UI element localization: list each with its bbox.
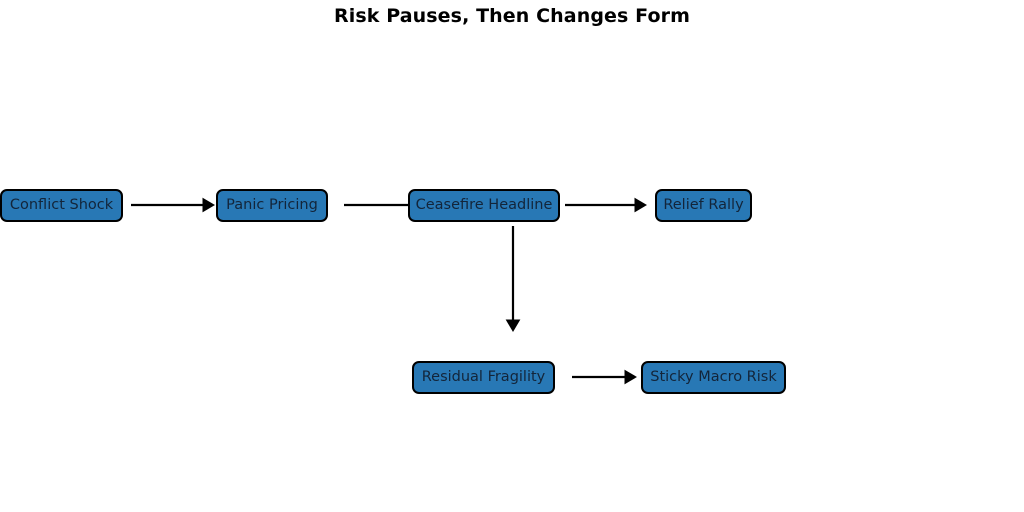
- edge-arrowhead: [505, 319, 521, 332]
- node-label: Sticky Macro Risk: [650, 369, 777, 386]
- node-label: Panic Pricing: [226, 197, 318, 214]
- node-ceasefire-headline[interactable]: Ceasefire Headline: [408, 189, 560, 222]
- node-label: Relief Rally: [663, 197, 744, 214]
- node-conflict-shock[interactable]: Conflict Shock: [0, 189, 123, 222]
- node-residual-fragility[interactable]: Residual Fragility: [412, 361, 555, 394]
- node-sticky-macro-risk[interactable]: Sticky Macro Risk: [641, 361, 786, 394]
- edge-ceasefire-headline-to-relief-rally: [565, 197, 647, 213]
- edge-conflict-shock-to-panic-pricing: [131, 197, 215, 213]
- edge-arrowhead: [202, 197, 215, 213]
- page-title: Risk Pauses, Then Changes Form: [334, 5, 690, 27]
- edge-ceasefire-headline-to-residual-fragility: [505, 226, 521, 332]
- node-relief-rally[interactable]: Relief Rally: [655, 189, 752, 222]
- node-label: Conflict Shock: [9, 197, 114, 214]
- node-label: Residual Fragility: [421, 369, 546, 386]
- edge-arrowhead: [634, 197, 647, 213]
- node-label: Ceasefire Headline: [415, 197, 553, 214]
- node-panic-pricing[interactable]: Panic Pricing: [216, 189, 328, 222]
- edge-residual-fragility-to-sticky-macro-risk: [572, 369, 637, 385]
- edge-arrowhead: [624, 369, 637, 385]
